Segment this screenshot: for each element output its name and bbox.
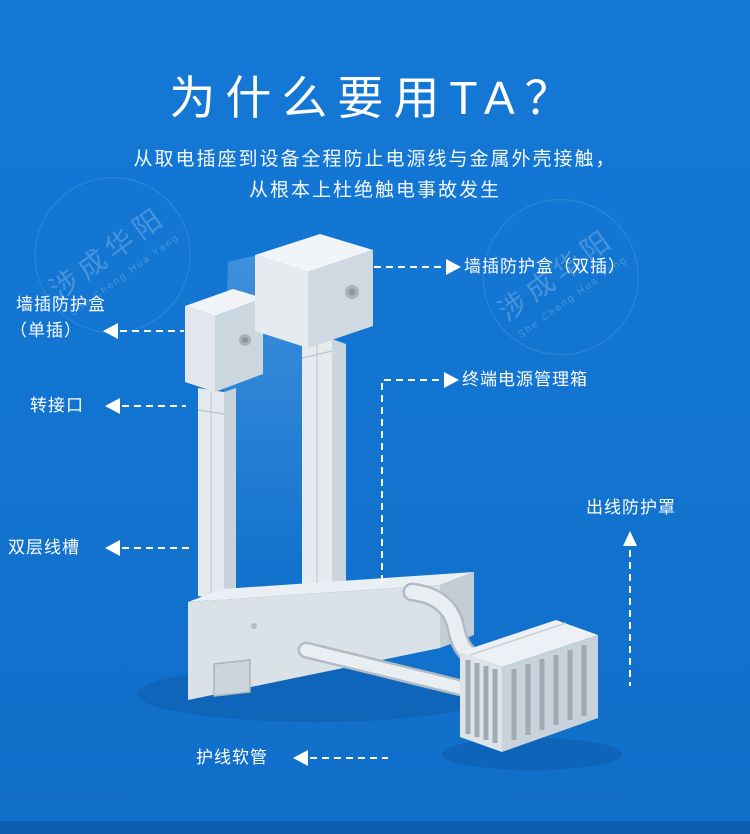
- outlet-guard-slots: [465, 645, 587, 743]
- subtitle-line-2: 从根本上杜绝触电事故发生: [248, 180, 501, 201]
- arrow-right-icon: [446, 259, 461, 275]
- single-box-hole-inner: [242, 337, 248, 343]
- label-double-cable-trough: 双层线槽: [8, 538, 80, 557]
- cable-sleeve-tube: [300, 644, 484, 698]
- double-box-front-face: [255, 255, 308, 348]
- page-subtitle: 从取电插座到设备全程防止电源线与金属外壳接触， 从根本上杜绝触电事故发生: [0, 144, 750, 206]
- right-post-side-face: [332, 339, 346, 587]
- single-box-front-face: [185, 306, 215, 392]
- double-box-hole-inner: [348, 288, 356, 296]
- double-box-top-face: [255, 234, 373, 272]
- label-outlet-guard: 出线防护罩: [586, 498, 676, 517]
- arrow-left-icon: [293, 750, 308, 766]
- page-title: 为什么要用TA？: [169, 72, 581, 124]
- callout-arrowheads: [103, 259, 637, 766]
- label-wall-box-single-line1: 墙插防护盒: [16, 295, 106, 314]
- footer-strip: [0, 821, 750, 834]
- label-terminal-power-box: 终端电源管理箱: [462, 370, 588, 389]
- outlet-guard-lid-seam: [469, 622, 567, 656]
- terminal-box-screw: [251, 623, 257, 629]
- label-wall-box-double: 墙插防护盒（双插）: [464, 257, 626, 276]
- adapter-joint-seam: [197, 409, 225, 415]
- terminal-box-top-face: [188, 572, 474, 602]
- cover-shadow: [442, 738, 622, 770]
- right-post-joint-seam: [301, 350, 333, 359]
- arrow-up-icon: [623, 531, 637, 546]
- callout-connectors: [120, 266, 631, 759]
- arrow-left-icon: [103, 323, 118, 339]
- label-adapter-port: 转接口: [30, 396, 84, 415]
- arrow-left-icon: [105, 398, 120, 414]
- label-wall-box-single-line2: （单插）: [10, 321, 82, 340]
- double-box-side-face: [308, 250, 373, 348]
- single-box-top-face: [185, 289, 263, 316]
- subtitle-line-1: 从取电插座到设备全程防止电源线与金属外壳接触，: [133, 149, 617, 170]
- outlet-guard-top-face: [460, 620, 598, 667]
- connector-terminal-box: [381, 379, 444, 582]
- arrow-right-icon: [444, 372, 459, 388]
- single-box-side-face: [215, 298, 263, 392]
- label-cable-sleeve: 护线软管: [196, 748, 268, 767]
- product-illustration: [137, 234, 622, 770]
- arrow-left-icon: [105, 540, 120, 556]
- terminal-box-hatch: [213, 659, 251, 697]
- left-post-side-face: [224, 388, 236, 600]
- terminal-box-front-face: [188, 585, 440, 700]
